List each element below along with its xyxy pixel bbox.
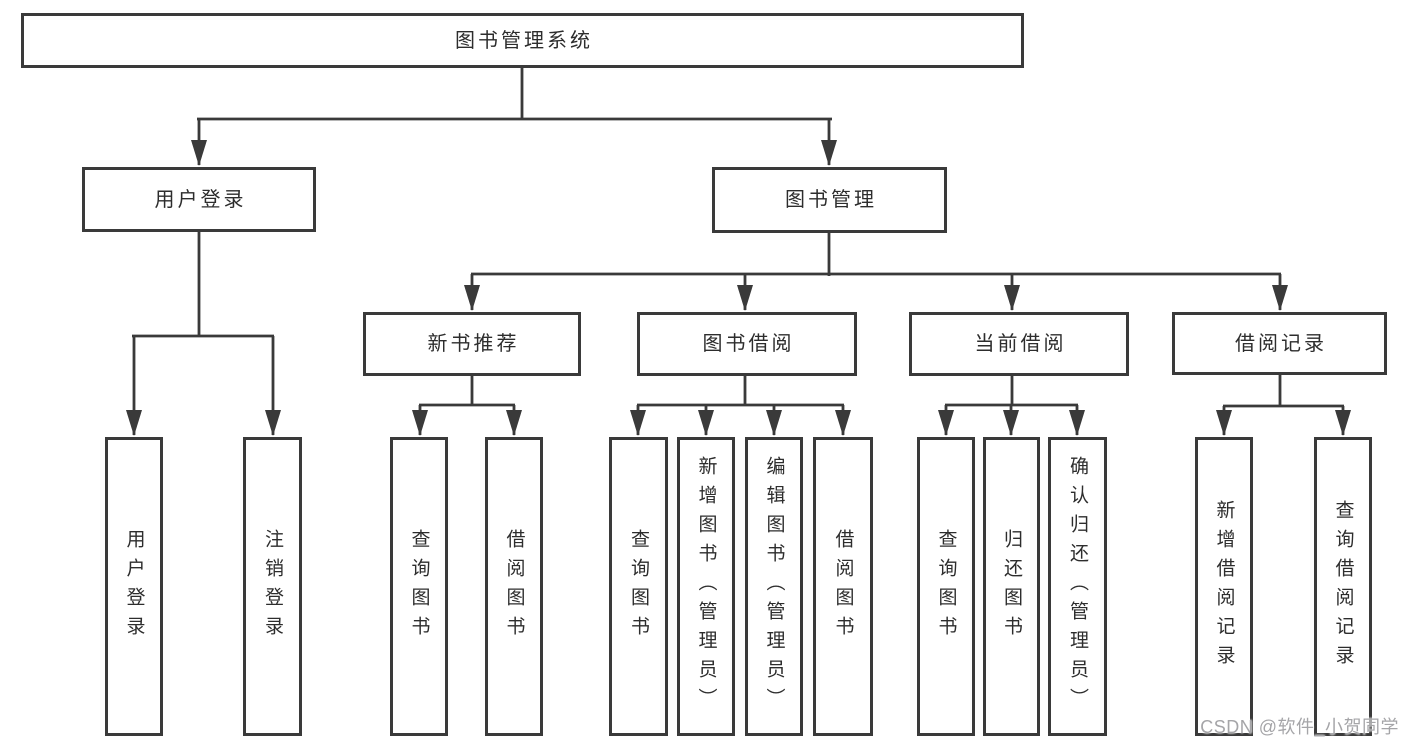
leaf-search-book-current: 查询图书 [917, 437, 975, 736]
leaf-logout-label: 注销登录 [262, 528, 283, 645]
leaf-search-book-recommend: 查询图书 [390, 437, 448, 736]
leaf-borrow-book: 借阅图书 [813, 437, 873, 736]
node-borrow-records: 借阅记录 [1172, 312, 1387, 375]
leaf-return-book-label: 归还图书 [1001, 528, 1022, 645]
node-book-borrow-label: 图书借阅 [702, 333, 795, 355]
leaf-add-borrow-record-label: 新增借阅记录 [1213, 499, 1235, 674]
node-book-borrow: 图书借阅 [637, 312, 857, 376]
leaf-borrow-book-recommend: 借阅图书 [485, 437, 543, 736]
leaf-edit-book-admin: 编辑图书（管理员） [745, 437, 803, 736]
node-book-management-label: 图书管理 [785, 189, 877, 211]
leaf-search-book-recommend-label: 查询图书 [408, 528, 430, 645]
node-new-book-recommend-label: 新书推荐 [427, 333, 520, 355]
node-book-management: 图书管理 [712, 167, 947, 233]
leaf-search-book-borrow-label: 查询图书 [628, 528, 649, 645]
node-current-borrow: 当前借阅 [909, 312, 1129, 376]
leaf-borrow-book-recommend-label: 借阅图书 [503, 528, 525, 645]
leaf-borrow-book-label: 借阅图书 [832, 528, 854, 645]
node-library-system-label: 图书管理系统 [455, 29, 593, 52]
node-new-book-recommend: 新书推荐 [363, 312, 581, 376]
leaf-add-book-admin: 新增图书（管理员） [677, 437, 735, 736]
node-user-login: 用户登录 [82, 167, 316, 232]
leaf-logout: 注销登录 [243, 437, 302, 736]
leaf-confirm-return-admin-label: 确认归还（管理员） [1067, 456, 1088, 717]
leaf-edit-book-admin-label: 编辑图书（管理员） [763, 456, 785, 717]
leaf-search-book-borrow: 查询图书 [609, 437, 668, 736]
leaf-add-borrow-record: 新增借阅记录 [1195, 437, 1253, 736]
node-borrow-records-label: 借阅记录 [1235, 332, 1327, 355]
node-library-system: 图书管理系统 [21, 13, 1024, 68]
leaf-user-login: 用户登录 [105, 437, 163, 736]
leaf-confirm-return-admin: 确认归还（管理员） [1048, 437, 1107, 736]
leaf-search-borrow-record-label: 查询借阅记录 [1332, 499, 1354, 674]
leaf-return-book: 归还图书 [983, 437, 1040, 736]
leaf-add-book-admin-label: 新增图书（管理员） [695, 456, 717, 717]
leaf-search-borrow-record: 查询借阅记录 [1314, 437, 1372, 736]
node-current-borrow-label: 当前借阅 [974, 333, 1067, 355]
leaf-user-login-label: 用户登录 [123, 528, 145, 645]
node-user-login-label: 用户登录 [154, 188, 247, 211]
csdn-watermark: CSDN @软件_小贺同学 [1200, 717, 1399, 737]
leaf-search-book-current-label: 查询图书 [935, 528, 957, 645]
